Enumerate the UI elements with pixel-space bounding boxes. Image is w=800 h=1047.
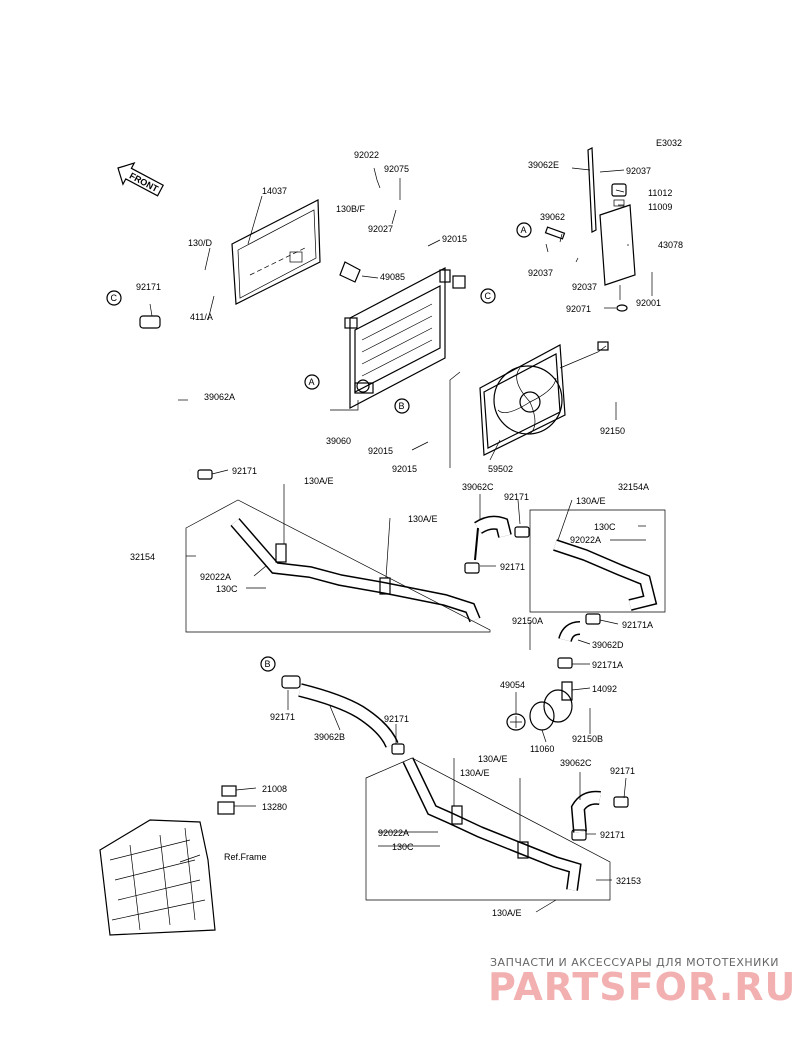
part-label: 92171 (610, 766, 635, 776)
reservoir-tank (544, 147, 636, 312)
part-label: 11012 (648, 188, 672, 198)
part-label: 14037 (262, 186, 287, 196)
pipe-32153 (402, 757, 582, 891)
part-label: 39062C (560, 758, 592, 768)
part-label: 92022A (200, 572, 231, 582)
part-label: 411/A (190, 312, 213, 322)
leader-lines (149, 167, 653, 913)
part-label: 130C (216, 584, 238, 594)
part-label: 92037 (626, 166, 651, 176)
part-label: 59502 (488, 464, 513, 474)
watermark-tagline: ЗАПЧАСТИ И АКСЕССУАРЫ ДЛЯ МОТОТЕХНИКИ (490, 956, 779, 969)
part-label: 130A/E (408, 514, 438, 524)
part-label: 11009 (648, 202, 672, 212)
hose-39062c-lower (570, 790, 629, 841)
part-label: 14092 (592, 684, 617, 694)
part-label: 92171 (504, 492, 529, 502)
ref-b-lower: B (260, 656, 276, 672)
ref-a-radiator: A (304, 374, 320, 390)
part-label: 92015 (442, 234, 467, 244)
part-label: 39060 (326, 436, 351, 446)
part-label: 13280 (262, 802, 287, 812)
part-label: 130/D (188, 238, 213, 248)
part-label: 92171A (622, 620, 653, 630)
part-label: 130A/E (576, 496, 606, 506)
part-label: 92171 (232, 466, 257, 476)
hose-39062d (557, 621, 581, 669)
radiator-screen (231, 199, 321, 305)
hose-39062b (281, 675, 405, 755)
watermark: ЗАПЧАСТИ И АКСЕССУАРЫ ДЛЯ МОТОТЕХНИКИ PA… (488, 956, 796, 1009)
hose-39062c-upper (464, 515, 530, 574)
hose-39062a (139, 315, 195, 473)
svg-text:C: C (111, 293, 118, 303)
front-arrow-icon: FRONT (117, 162, 165, 197)
part-label: 39062B (314, 732, 345, 742)
ref-frame-label: Ref.Frame (224, 852, 267, 862)
part-label: 92150B (572, 734, 603, 744)
part-label: 39062E (528, 160, 559, 170)
part-labels: 14037 92022 92075 130B/F 92027 130/D 920… (130, 150, 683, 918)
part-label: 32154 (130, 552, 155, 562)
svg-text:B: B (265, 659, 271, 669)
pipe-32154a (553, 539, 658, 625)
part-label: 92027 (368, 224, 393, 234)
ref-c-radiator: C (480, 288, 496, 304)
part-label: 92075 (384, 164, 409, 174)
part-label: 130B/F (336, 204, 366, 214)
part-label: 92001 (636, 298, 661, 308)
part-label: 92022 (354, 150, 379, 160)
part-label: 92022A (570, 535, 601, 545)
cooling-fan (479, 341, 609, 456)
part-label: 130A/E (492, 908, 522, 918)
part-label: 92022A (378, 828, 409, 838)
part-label: 92171 (384, 714, 409, 724)
part-label: 39062 (540, 212, 565, 222)
part-label: 39062A (204, 392, 235, 402)
part-label: 130C (392, 842, 414, 852)
part-label: 43078 (658, 240, 683, 250)
part-label: 92171 (136, 282, 161, 292)
part-label: 92150A (512, 616, 543, 626)
part-label: 92015 (368, 446, 393, 456)
svg-text:A: A (521, 225, 527, 235)
part-label: 32153 (616, 876, 641, 886)
part-label: 39062C (462, 482, 494, 492)
part-label: 92150 (600, 426, 625, 436)
part-label: 92171 (600, 830, 625, 840)
part-label: 21008 (262, 784, 287, 794)
radiator (339, 261, 466, 409)
part-label: 92037 (572, 282, 597, 292)
part-label: 130A/E (478, 754, 508, 764)
svg-text:A: A (309, 377, 315, 387)
part-label: 49085 (380, 272, 405, 282)
part-label: 92015 (392, 464, 417, 474)
part-label: 92071 (566, 304, 591, 314)
part-label: 130A/E (304, 476, 334, 486)
ref-a-tank: A (516, 222, 532, 238)
ref-c-upper: C (106, 290, 122, 306)
svg-text:B: B (399, 401, 405, 411)
part-label: 92171 (500, 562, 525, 572)
part-label: 39062D (592, 640, 624, 650)
part-label: 92171 (270, 712, 295, 722)
diagram-code: E3032 (656, 138, 682, 148)
part-label: 92037 (528, 268, 553, 278)
part-label: 49054 (500, 680, 525, 690)
ref-b-radiator: B (394, 398, 410, 414)
part-label: 32154A (618, 482, 649, 492)
svg-text:C: C (485, 291, 492, 301)
pipe-32154 (197, 469, 481, 623)
frame-section (99, 785, 237, 936)
part-label: 92171A (592, 660, 623, 670)
part-label: 130C (594, 522, 616, 532)
watermark-logo: PARTSFOR.RU (488, 965, 796, 1009)
part-label: 130A/E (460, 768, 490, 778)
part-label: 11060 (530, 744, 554, 754)
